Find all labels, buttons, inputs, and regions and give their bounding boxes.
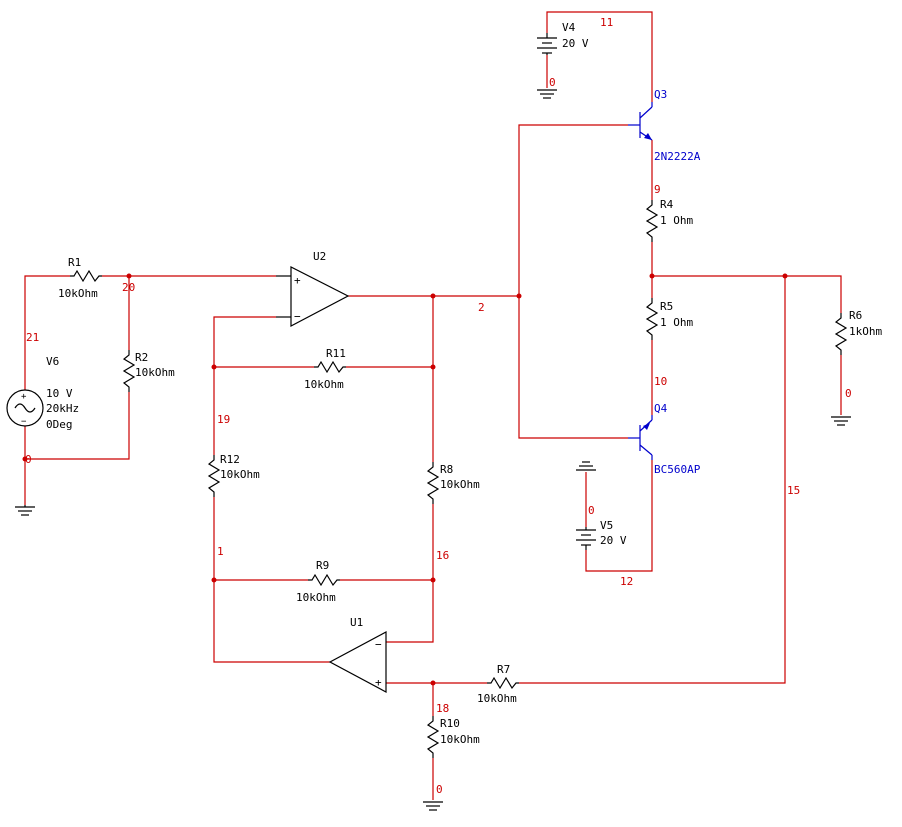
v4-ref: V4 — [562, 21, 576, 34]
ground-v5 — [576, 461, 596, 471]
opamp-u2[interactable]: + − U2 — [276, 250, 350, 327]
u2-plus-pin: + — [294, 274, 301, 287]
ground-r10 — [423, 801, 443, 811]
ground-r6 — [831, 416, 851, 426]
r10-ref: R10 — [440, 717, 460, 730]
net-label-15: 15 — [787, 484, 800, 497]
net-label-0-v4: 0 — [549, 76, 556, 89]
resistor-r5[interactable]: R5 1 Ohm — [645, 298, 693, 340]
r8-ref: R8 — [440, 463, 453, 476]
v6-minus-pin: − — [21, 417, 27, 427]
dc-source-v5[interactable]: V5 20 V — [576, 519, 627, 550]
net-label-0-r10: 0 — [436, 783, 443, 796]
resistor-r6[interactable]: R6 1kOhm — [834, 309, 882, 355]
resistor-r4[interactable]: R4 1 Ohm — [645, 198, 693, 242]
r6-value: 1kOhm — [849, 325, 882, 338]
resistor-r2[interactable]: R2 10kOhm — [122, 350, 175, 392]
net-label-20: 20 — [122, 281, 135, 294]
resistor-r10[interactable]: R10 10kOhm — [426, 716, 480, 758]
q4-ref: Q4 — [654, 402, 668, 415]
net-label-0-r6: 0 — [845, 387, 852, 400]
v6-ref: V6 — [46, 355, 59, 368]
transistor-q3[interactable]: Q3 2N2222A — [628, 88, 701, 163]
net-label-1: 1 — [217, 545, 224, 558]
net-label-0-v5: 0 — [588, 504, 595, 517]
resistor-r11[interactable]: R11 10kOhm — [304, 347, 346, 391]
r10-value: 10kOhm — [440, 733, 480, 746]
r5-value: 1 Ohm — [660, 316, 693, 329]
v6-amplitude: 10 V — [46, 387, 73, 400]
r12-value: 10kOhm — [220, 468, 260, 481]
q4-model: BC560AP — [654, 463, 701, 476]
r7-value: 10kOhm — [477, 692, 517, 705]
r1-ref: R1 — [68, 256, 81, 269]
transistor-q4[interactable]: Q4 BC560AP — [628, 402, 701, 476]
net-label-16: 16 — [436, 549, 449, 562]
resistor-r12[interactable]: R12 10kOhm — [207, 453, 260, 497]
r7-ref: R7 — [497, 663, 510, 676]
r12-ref: R12 — [220, 453, 240, 466]
resistor-r9[interactable]: R9 10kOhm — [296, 559, 340, 604]
u1-plus-pin: + — [375, 676, 382, 689]
wires — [24, 11, 842, 800]
ground-v4 — [537, 89, 557, 99]
q3-ref: Q3 — [654, 88, 667, 101]
r5-ref: R5 — [660, 300, 673, 313]
resistor-r1[interactable]: R1 10kOhm — [58, 256, 102, 300]
u2-ref: U2 — [313, 250, 326, 263]
r1-value: 10kOhm — [58, 287, 98, 300]
r9-value: 10kOhm — [296, 591, 336, 604]
dc-source-v4[interactable]: V4 20 V — [537, 21, 589, 55]
opamp-u1[interactable]: − + U1 — [328, 616, 387, 694]
u1-minus-pin: − — [375, 638, 382, 651]
q3-model: 2N2222A — [654, 150, 701, 163]
resistor-r8[interactable]: R8 10kOhm — [426, 462, 480, 504]
v4-value: 20 V — [562, 37, 589, 50]
v6-frequency: 20kHz — [46, 402, 79, 415]
v5-value: 20 V — [600, 534, 627, 547]
net-label-18: 18 — [436, 702, 449, 715]
v5-ref: V5 — [600, 519, 613, 532]
net-label-21: 21 — [26, 331, 39, 344]
r4-value: 1 Ohm — [660, 214, 693, 227]
v6-plus-pin: + — [21, 392, 27, 402]
net-labels: 21 20 0 19 1 16 2 18 0 15 11 0 9 10 0 0 … — [25, 16, 852, 796]
u2-minus-pin: − — [294, 310, 301, 323]
net-label-9: 9 — [654, 183, 661, 196]
r6-ref: R6 — [849, 309, 862, 322]
resistor-r7[interactable]: R7 10kOhm — [477, 663, 519, 705]
net-label-12: 12 — [620, 575, 633, 588]
r8-value: 10kOhm — [440, 478, 480, 491]
net-label-2: 2 — [478, 301, 485, 314]
r2-ref: R2 — [135, 351, 148, 364]
ground-v6 — [15, 505, 35, 516]
net-label-19: 19 — [217, 413, 230, 426]
net-label-0-v6: 0 — [25, 453, 32, 466]
r11-value: 10kOhm — [304, 378, 344, 391]
r11-ref: R11 — [326, 347, 346, 360]
r9-ref: R9 — [316, 559, 329, 572]
r4-ref: R4 — [660, 198, 674, 211]
ac-source-v6[interactable]: + − V6 10 V 20kHz 0Deg — [6, 355, 79, 431]
net-label-10: 10 — [654, 375, 667, 388]
v6-phase: 0Deg — [46, 418, 73, 431]
u1-ref: U1 — [350, 616, 363, 629]
net-label-11: 11 — [600, 16, 613, 29]
junctions — [22, 273, 788, 686]
r2-value: 10kOhm — [135, 366, 175, 379]
